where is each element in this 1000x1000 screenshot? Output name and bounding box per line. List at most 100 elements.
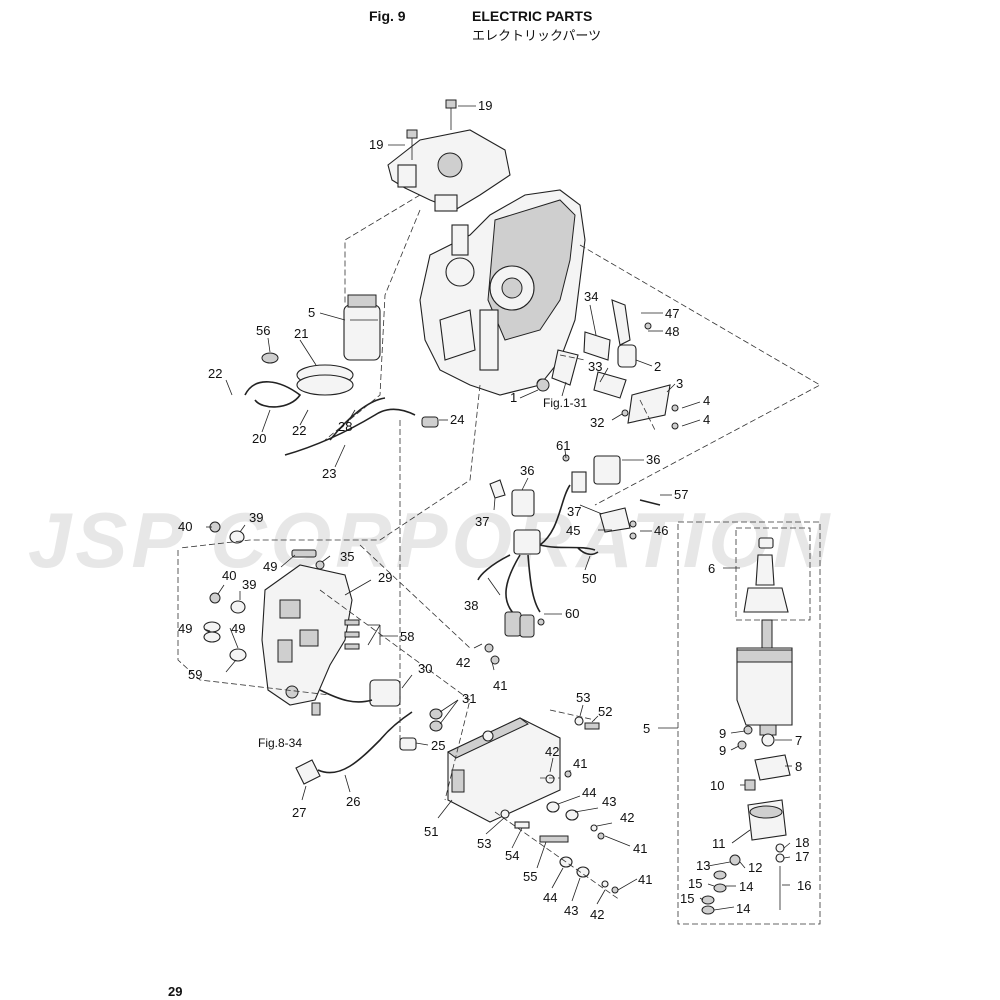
callout-9: 9 <box>719 726 726 741</box>
plug-1 <box>536 378 550 392</box>
callout-22: 22 <box>208 366 222 381</box>
callout-60: 60 <box>565 606 579 621</box>
callout-16: 16 <box>797 878 811 893</box>
callout-41: 41 <box>573 756 587 771</box>
callout-53: 53 <box>576 690 590 705</box>
callout-5: 5 <box>308 305 315 320</box>
bolt-49-35 <box>291 549 325 570</box>
callout-28: 28 <box>338 419 352 434</box>
callout-61: 61 <box>556 438 570 453</box>
callout-41: 41 <box>633 841 647 856</box>
callout-51: 51 <box>424 824 438 839</box>
cdi-hardware <box>484 643 619 894</box>
callout-7: 7 <box>795 733 802 748</box>
callout-14: 14 <box>736 901 750 916</box>
battery-cable-20 <box>244 381 302 408</box>
clamp-56-drawing <box>261 352 279 364</box>
callout-4: 4 <box>703 412 710 427</box>
starter-exploded-drawing <box>701 537 793 915</box>
manifold-bracket-drawing <box>387 129 511 212</box>
callout-39: 39 <box>249 510 263 525</box>
relay-2-drawing <box>617 344 637 368</box>
callout-49: 49 <box>178 621 192 636</box>
callout-42: 42 <box>590 907 604 922</box>
callout-37: 37 <box>475 514 489 529</box>
callout-21: 21 <box>294 326 308 341</box>
callout-52: 52 <box>598 704 612 719</box>
callout-45: 45 <box>566 523 580 538</box>
hightension-cord-26 <box>317 711 413 774</box>
callout-13: 13 <box>696 858 710 873</box>
callout-35: 35 <box>340 549 354 564</box>
callout-43: 43 <box>564 903 578 918</box>
callout-42: 42 <box>545 744 559 759</box>
figure-title-japanese: エレクトリックパーツ <box>472 29 602 44</box>
callout-42: 42 <box>456 655 470 670</box>
callout-41: 41 <box>493 678 507 693</box>
starter-assembly-box <box>677 521 821 925</box>
lead-wire-23 <box>284 397 416 456</box>
callout-14: 14 <box>739 879 753 894</box>
wiring-harness-drawing <box>477 454 661 638</box>
page-number: 29 <box>168 984 183 999</box>
callout-5: 5 <box>643 721 650 736</box>
callout-49: 49 <box>231 621 245 636</box>
callout-38: 38 <box>464 598 478 613</box>
figure-reference: Fig.8-34 <box>258 736 302 750</box>
screws-4-drawing <box>621 322 679 430</box>
figure-number: Fig. 9 <box>369 8 406 24</box>
callout-41: 41 <box>638 872 652 887</box>
callout-50: 50 <box>582 571 596 586</box>
grommets-39-40-49 <box>203 521 247 662</box>
callout-47: 47 <box>665 306 679 321</box>
callout-43: 43 <box>602 794 616 809</box>
callout-20: 20 <box>252 431 266 446</box>
module-33-drawing <box>593 371 627 399</box>
callout-55: 55 <box>523 869 537 884</box>
callout-40: 40 <box>222 568 236 583</box>
leader-lines <box>203 105 792 911</box>
callout-19: 19 <box>478 98 492 113</box>
callout-15: 15 <box>680 891 694 906</box>
callout-58: 58 <box>400 629 414 644</box>
callout-24: 24 <box>450 412 464 427</box>
starter-motor-drawing <box>343 294 381 361</box>
bolt-19-upper <box>445 99 457 130</box>
callout-32: 32 <box>590 415 604 430</box>
electrical-bracket-drawing <box>261 564 353 706</box>
engine-block-drawing <box>419 189 586 396</box>
connectors-58 <box>344 619 360 650</box>
grommet-24 <box>421 416 439 428</box>
starter-band-drawing <box>296 364 354 396</box>
callout-57: 57 <box>674 487 688 502</box>
callout-40: 40 <box>178 519 192 534</box>
callout-12: 12 <box>748 860 762 875</box>
callout-39: 39 <box>242 577 256 592</box>
callout-49: 49 <box>263 559 277 574</box>
bolt-fig-8-34 <box>311 702 321 716</box>
figure-reference: Fig.1-31 <box>543 396 587 410</box>
callout-44: 44 <box>543 890 557 905</box>
callout-numbers: 19 19 5 56 21 22 20 22 28 23 24 1 Fig.1-… <box>178 98 811 922</box>
bolt-19-left <box>406 129 418 160</box>
callout-22: 22 <box>292 423 306 438</box>
callout-44: 44 <box>582 785 596 800</box>
callout-9: 9 <box>719 743 726 758</box>
callout-36: 36 <box>646 452 660 467</box>
bracket-34-drawing <box>583 299 631 361</box>
callout-34: 34 <box>584 289 598 304</box>
callout-18: 18 <box>795 835 809 850</box>
pinion-subassembly-box <box>735 527 811 621</box>
callout-36: 36 <box>520 463 534 478</box>
callout-37: 37 <box>567 504 581 519</box>
callout-6: 6 <box>708 561 715 576</box>
callout-27: 27 <box>292 805 306 820</box>
callout-53: 53 <box>477 836 491 851</box>
callout-17: 17 <box>795 849 809 864</box>
gasket-fig-1-31 <box>551 349 579 386</box>
callout-48: 48 <box>665 324 679 339</box>
callout-56: 56 <box>256 323 270 338</box>
callout-19: 19 <box>369 137 383 152</box>
callout-29: 29 <box>378 570 392 585</box>
plug-cap-27 <box>295 759 321 785</box>
